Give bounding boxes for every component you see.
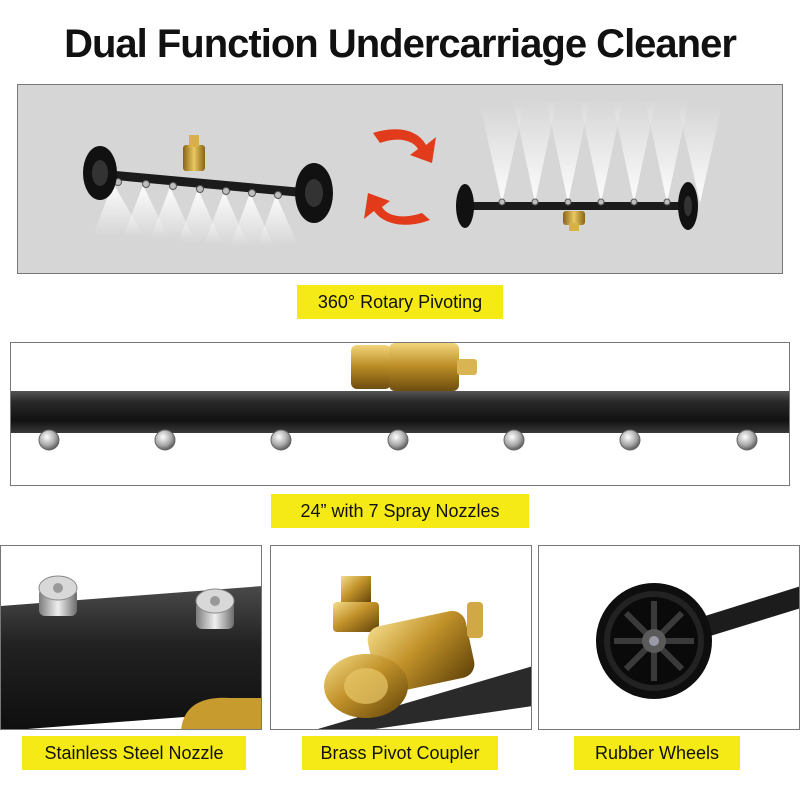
rotary-pivot-illustration	[83, 99, 722, 247]
brass-coupler-label: Brass Pivot Coupler	[302, 736, 498, 770]
steel-nozzle-icon	[38, 575, 235, 629]
stainless-nozzle-panel	[0, 545, 262, 730]
brass-pivot-coupler-icon	[324, 576, 483, 718]
rubber-wheels-label: Rubber Wheels	[574, 736, 740, 770]
spray-bar-panel	[10, 342, 790, 486]
cleaner-spray-up-icon	[456, 99, 722, 231]
rotary-pivoting-label: 360° Rotary Pivoting	[297, 285, 503, 319]
stainless-nozzle-label: Stainless Steel Nozzle	[22, 736, 246, 770]
brass-coupler-panel	[270, 545, 532, 730]
rubber-wheel-closeup	[596, 583, 799, 699]
brass-coupler-closeup	[317, 576, 531, 729]
page-title: Dual Function Undercarriage Cleaner	[64, 22, 737, 66]
rotation-arrows-icon	[364, 129, 436, 225]
rubber-wheel-icon	[596, 583, 712, 699]
rubber-wheels-panel	[538, 545, 800, 730]
spray-nozzle-icon	[38, 429, 758, 451]
cleaner-spray-down-icon	[83, 135, 333, 247]
spray-bar-illustration	[11, 343, 789, 451]
rotary-pivot-panel	[17, 84, 783, 274]
spray-nozzles-label: 24” with 7 Spray Nozzles	[271, 494, 529, 528]
brass-coupler-icon	[351, 343, 477, 391]
stainless-nozzle-closeup	[1, 575, 261, 729]
